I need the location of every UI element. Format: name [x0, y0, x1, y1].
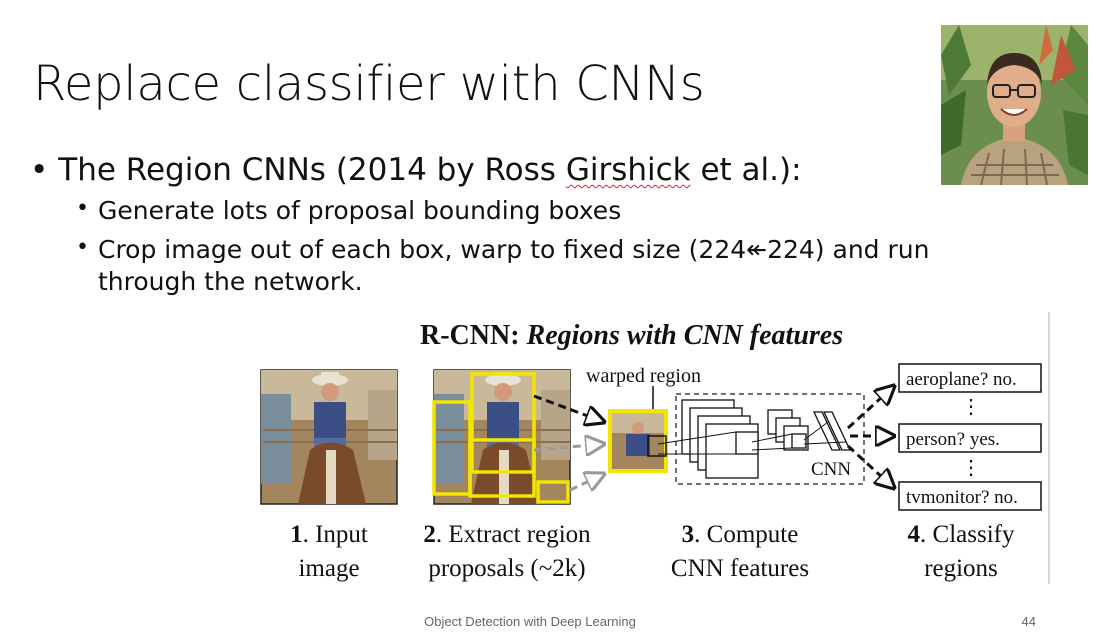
ellipsis-bottom: ⋮: [961, 457, 981, 479]
bullet-dot: •: [76, 235, 89, 260]
input-image: [260, 369, 398, 505]
page-number: 44: [1021, 614, 1036, 629]
step-4-line2: regions: [924, 555, 998, 582]
figure-title: R-CNN: Regions with CNN features: [420, 320, 843, 351]
cnn-layers: [681, 399, 852, 479]
warped-region: [608, 409, 668, 473]
author-photo-drawing: [941, 25, 1088, 185]
step-4-line1: 4. Classify: [908, 521, 1015, 548]
bullet-sub-2-text: Crop image out of each box, warp to fixe…: [98, 235, 930, 296]
proposal-arrow: [533, 444, 604, 450]
cnn-connections: [657, 421, 847, 455]
step-captions: 1. Input image 2. Extract region proposa…: [290, 521, 1015, 582]
rcnn-figure: R-CNN: Regions with CNN features: [258, 310, 1050, 586]
cnn-box: [675, 393, 865, 485]
figure-edge-rule: [1048, 312, 1050, 584]
output-box-person: [898, 423, 1042, 453]
output-arrow: [846, 386, 894, 430]
rcnn-diagram: R-CNN: Regions with CNN features: [260, 320, 1042, 582]
bullet-main-prefix: The Region CNNs (2014 by Ross: [58, 152, 566, 188]
cnn-label: CNN: [811, 459, 851, 480]
output-arrow: [846, 444, 894, 488]
bullet-main-suffix: et al.):: [690, 152, 802, 188]
step-1-line1: 1. Input: [290, 521, 368, 548]
step-1-line2: image: [298, 555, 359, 582]
bullet-sub-1-text: Generate lots of proposal bounding boxes: [98, 196, 622, 225]
bullet-dot: •: [30, 152, 49, 188]
step-3-line1: 3. Compute: [682, 521, 799, 548]
step-2-line2: proposals (~2k): [428, 555, 585, 582]
slide-title: Replace classifier with CNNs: [33, 56, 705, 112]
proposals-image: [432, 369, 571, 505]
step-2-line1: 2. Extract region: [423, 521, 591, 548]
output-label-tvmonitor: tvmonitor? no.: [906, 487, 1018, 508]
bullet-sub-1: • Generate lots of proposal bounding box…: [76, 195, 621, 227]
ellipsis-top: ⋮: [961, 396, 981, 418]
step-3-line2: CNN features: [671, 555, 809, 582]
footer-text: Object Detection with Deep Learning: [424, 614, 636, 629]
proposal-arrow: [569, 474, 604, 490]
output-box-tvmonitor: [898, 481, 1042, 511]
proposal-boxes: [432, 372, 570, 504]
output-label-person: person? yes.: [906, 429, 1000, 450]
bullet-sub-2: • Crop image out of each box, warp to fi…: [76, 234, 956, 298]
bullet-main: •The Region CNNs (2014 by Ross Girshick …: [30, 152, 802, 188]
spellcheck-name: Girshick: [565, 152, 691, 188]
warped-region-label: warped region: [586, 365, 701, 387]
author-photo: [941, 25, 1088, 185]
output-label-aeroplane: aeroplane? no.: [906, 369, 1017, 390]
output-box-aeroplane: [898, 363, 1042, 393]
bullet-dot: •: [76, 196, 89, 221]
